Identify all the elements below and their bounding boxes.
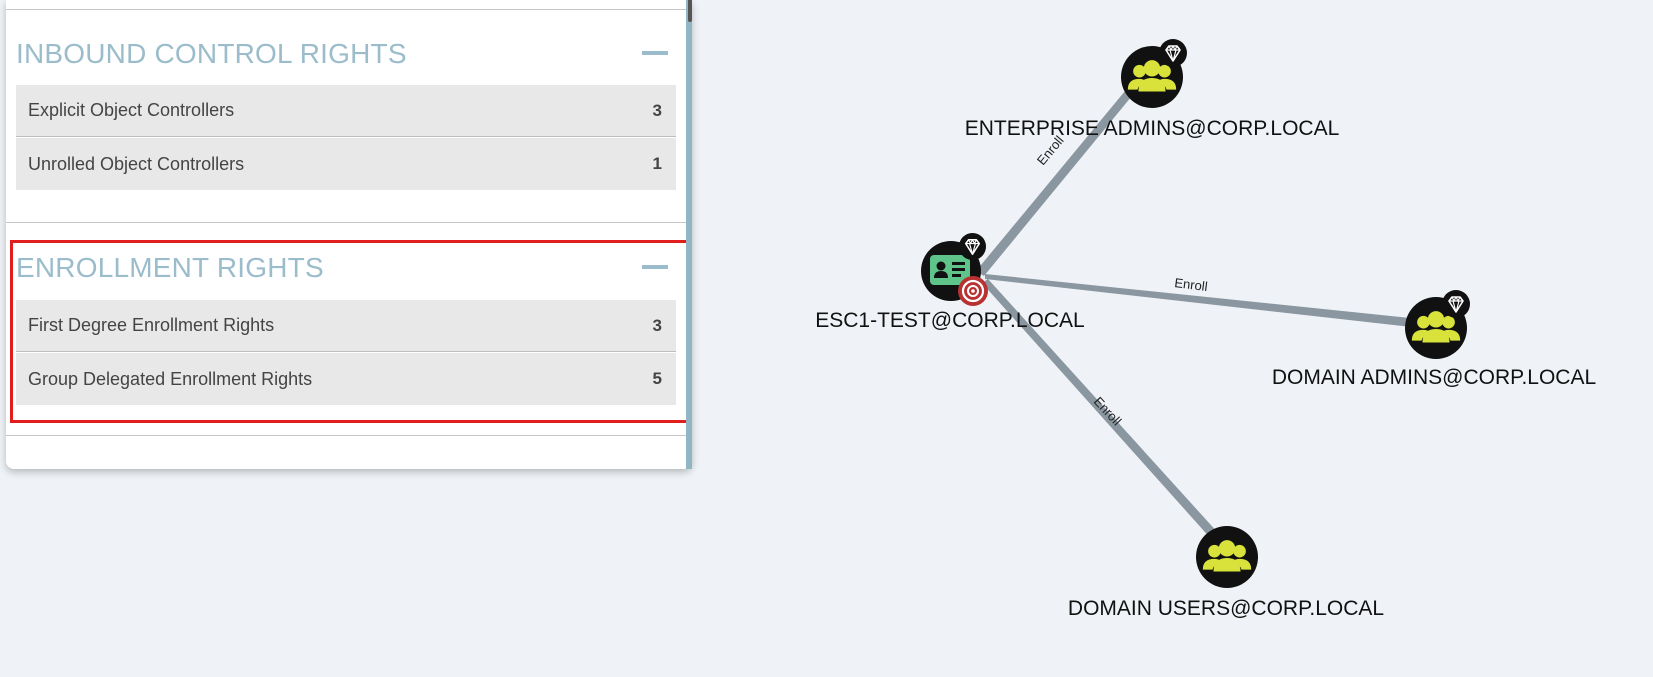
target-icon	[958, 276, 988, 306]
list-item-explicit-object-controllers[interactable]: Explicit Object Controllers 3	[16, 85, 676, 137]
collapse-enrollment-button[interactable]	[642, 265, 668, 269]
high-value-diamond-icon	[958, 232, 987, 261]
node-circle	[1196, 526, 1258, 588]
row-label: First Degree Enrollment Rights	[28, 315, 275, 335]
collapse-inbound-button[interactable]	[642, 51, 668, 55]
entity-info-panel: INBOUND CONTROL RIGHTS Explicit Object C…	[6, 0, 692, 469]
node-enterprise-admins[interactable]: ENTERPRISE ADMINS@CORP.LOCAL	[965, 38, 1340, 140]
certificate-template-icon	[930, 255, 970, 285]
row-label: Explicit Object Controllers	[28, 100, 235, 120]
node-label: ESC1-TEST@CORP.LOCAL	[815, 309, 1085, 332]
row-label: Unrolled Object Controllers	[28, 153, 245, 174]
node-esc1-test[interactable]: ESC1-TEST@CORP.LOCAL	[815, 232, 1085, 332]
edge-label: Enroll	[1174, 275, 1209, 294]
divider	[6, 435, 692, 436]
panel-scrollbar-track[interactable]	[686, 0, 692, 469]
edge-to-domain-admins[interactable]: Enroll	[985, 274, 1420, 328]
high-value-diamond-icon	[1441, 289, 1471, 319]
node-label: ENTERPRISE ADMINS@CORP.LOCAL	[965, 117, 1340, 140]
panel-scrollbar-thumb[interactable]	[688, 0, 692, 22]
section-title-enrollment-rights: ENROLLMENT RIGHTS	[16, 252, 324, 283]
row-label: Group Delegated Enrollment Rights	[28, 368, 313, 389]
list-item-unrolled-object-controllers[interactable]: Unrolled Object Controllers 1	[16, 138, 676, 190]
section-title-inbound-control-rights: INBOUND CONTROL RIGHTS	[16, 38, 407, 69]
node-domain-admins[interactable]: DOMAIN ADMINS@CORP.LOCAL	[1272, 289, 1596, 389]
list-item-first-degree-enrollment-rights[interactable]: First Degree Enrollment Rights 3	[16, 300, 676, 352]
node-label: DOMAIN USERS@CORP.LOCAL	[1068, 597, 1384, 620]
row-count: 1	[652, 154, 662, 173]
node-domain-users[interactable]: DOMAIN USERS@CORP.LOCAL	[1068, 526, 1384, 620]
high-value-diamond-icon	[1158, 38, 1188, 68]
list-item-group-delegated-enrollment-rights[interactable]: Group Delegated Enrollment Rights 5	[16, 353, 676, 405]
divider	[6, 9, 692, 10]
row-count: 3	[652, 315, 662, 335]
divider	[6, 222, 692, 223]
row-count: 5	[652, 369, 662, 388]
row-count: 3	[652, 100, 662, 120]
node-label: DOMAIN ADMINS@CORP.LOCAL	[1272, 366, 1596, 389]
edge-to-enterprise-admins[interactable]: Enroll	[976, 85, 1136, 276]
